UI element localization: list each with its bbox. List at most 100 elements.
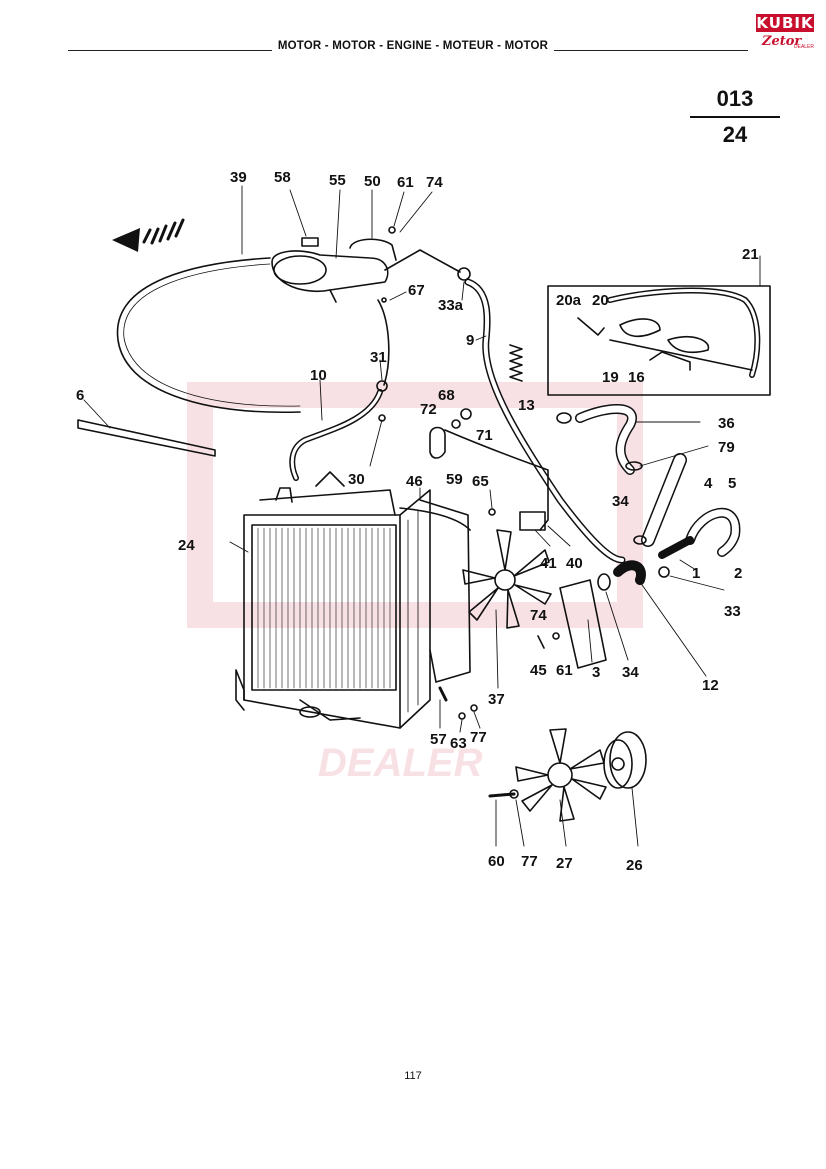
fan-upper bbox=[462, 529, 552, 629]
part-label-74-lower: 74 bbox=[530, 607, 547, 624]
hose-1 bbox=[658, 536, 694, 559]
logo-brand-top: KUBIK bbox=[756, 14, 814, 32]
part-label-55: 55 bbox=[329, 172, 346, 189]
expansion-tank bbox=[271, 237, 461, 303]
logo-brand-bottom: Zetor bbox=[762, 34, 802, 49]
page-title: MOTOR - MOTOR - ENGINE - MOTEUR - MOTOR bbox=[0, 40, 826, 52]
tank-drain-line bbox=[377, 299, 390, 386]
clamp-33 bbox=[658, 566, 670, 578]
part-label-72: 72 bbox=[420, 401, 437, 418]
part-label-50: 50 bbox=[364, 173, 381, 190]
part-label-33a: 33a bbox=[438, 297, 464, 314]
page-number: 117 bbox=[404, 1070, 422, 1082]
kubik-zetor-logo: KUBIK Zetor DEALER bbox=[756, 14, 814, 52]
part-label-19: 19 bbox=[602, 369, 619, 386]
part-label-39: 39 bbox=[230, 169, 247, 186]
bolt-74 bbox=[537, 635, 545, 649]
part-label-5: 5 bbox=[728, 475, 736, 492]
section-code-rule bbox=[690, 116, 780, 118]
part-label-31: 31 bbox=[370, 349, 387, 366]
part-label-63: 63 bbox=[450, 735, 467, 752]
part-label-13: 13 bbox=[518, 397, 535, 414]
elbow-12 bbox=[613, 560, 646, 585]
part-label-61: 61 bbox=[397, 174, 414, 191]
part-label-71: 71 bbox=[476, 427, 493, 444]
bolt-61a bbox=[388, 226, 396, 234]
part-label-24: 24 bbox=[178, 537, 195, 554]
overflow-hose-inner bbox=[123, 263, 301, 407]
clamp-33a bbox=[457, 267, 471, 281]
part-label-58: 58 bbox=[274, 169, 291, 186]
clamp-36 bbox=[556, 412, 572, 424]
radiator bbox=[235, 471, 431, 729]
part-label-59: 59 bbox=[446, 471, 463, 488]
part-label-77-lower: 77 bbox=[521, 853, 538, 870]
washer-77b bbox=[509, 789, 519, 799]
viscous-coupling bbox=[603, 731, 647, 789]
bleed-hose-fill bbox=[290, 390, 382, 480]
inset-pipe-variant bbox=[547, 285, 771, 396]
part-label-67: 67 bbox=[408, 282, 425, 299]
part-label-3: 3 bbox=[592, 664, 600, 681]
part-label-34-upper: 34 bbox=[612, 493, 629, 510]
part-label-12: 12 bbox=[702, 677, 719, 694]
part-label-74: 74 bbox=[426, 174, 443, 191]
part-label-65: 65 bbox=[472, 473, 489, 490]
part-label-20a: 20a bbox=[556, 292, 582, 309]
part-label-9: 9 bbox=[466, 332, 474, 349]
front-direction-arrow bbox=[112, 218, 185, 252]
part-label-33: 33 bbox=[724, 603, 741, 620]
fan-shroud bbox=[419, 499, 471, 683]
part-label-21: 21 bbox=[742, 246, 759, 263]
fan-lower bbox=[515, 728, 607, 822]
washer-72 bbox=[451, 419, 461, 429]
part-label-68: 68 bbox=[438, 387, 455, 404]
support-bracket bbox=[519, 511, 546, 531]
section-sheet-code: 24 bbox=[722, 122, 748, 147]
part-label-36: 36 bbox=[718, 415, 735, 432]
part-label-77-upper: 77 bbox=[470, 729, 487, 746]
lower-hose-36-fill bbox=[576, 405, 636, 474]
section-group-code: 013 bbox=[716, 86, 754, 111]
clamp-34-upper bbox=[633, 535, 647, 545]
leader-lines bbox=[83, 185, 761, 847]
part-label-4: 4 bbox=[704, 475, 713, 492]
clamp-34-lower bbox=[597, 573, 611, 591]
part-label-41: 41 bbox=[540, 555, 557, 572]
screw-67 bbox=[381, 297, 387, 303]
hose-spring bbox=[509, 344, 523, 382]
part-label-10: 10 bbox=[310, 367, 327, 384]
hose-5-fill bbox=[686, 509, 739, 556]
part-label-60: 60 bbox=[488, 853, 505, 870]
bolt-63 bbox=[458, 712, 466, 720]
bolt-65 bbox=[488, 508, 496, 516]
part-label-26: 26 bbox=[626, 857, 643, 874]
logo-brand-sub: DEALER bbox=[794, 44, 815, 50]
part-number-labels: 39 58 55 50 61 74 21 20a 20 19 16 67 33a… bbox=[76, 169, 759, 874]
part-label-27: 27 bbox=[556, 855, 573, 872]
clip-31 bbox=[376, 380, 388, 392]
watermark-frame bbox=[187, 382, 643, 628]
rubber-strip bbox=[77, 419, 216, 457]
upper-hose-fill bbox=[466, 280, 624, 562]
support-bar bbox=[444, 429, 549, 531]
part-label-46: 46 bbox=[406, 473, 423, 490]
part-label-79: 79 bbox=[718, 439, 735, 456]
clamp-79 bbox=[625, 461, 643, 471]
part-label-16: 16 bbox=[628, 369, 645, 386]
part-label-45: 45 bbox=[530, 662, 547, 679]
watermark-text: DEALER bbox=[318, 741, 483, 785]
part-label-6: 6 bbox=[76, 387, 84, 404]
part-label-57: 57 bbox=[430, 731, 447, 748]
part-label-34-lower: 34 bbox=[622, 664, 639, 681]
part-label-61-lower: 61 bbox=[556, 662, 573, 679]
nut-68 bbox=[460, 408, 472, 420]
part-label-30: 30 bbox=[348, 471, 365, 488]
part-label-1: 1 bbox=[692, 565, 700, 582]
bolt-61b bbox=[552, 632, 560, 640]
part-label-20: 20 bbox=[592, 292, 609, 309]
dealer-watermark: DEALER bbox=[187, 382, 643, 785]
pipe-4-fill bbox=[642, 454, 686, 546]
shroud-edge bbox=[399, 507, 471, 531]
